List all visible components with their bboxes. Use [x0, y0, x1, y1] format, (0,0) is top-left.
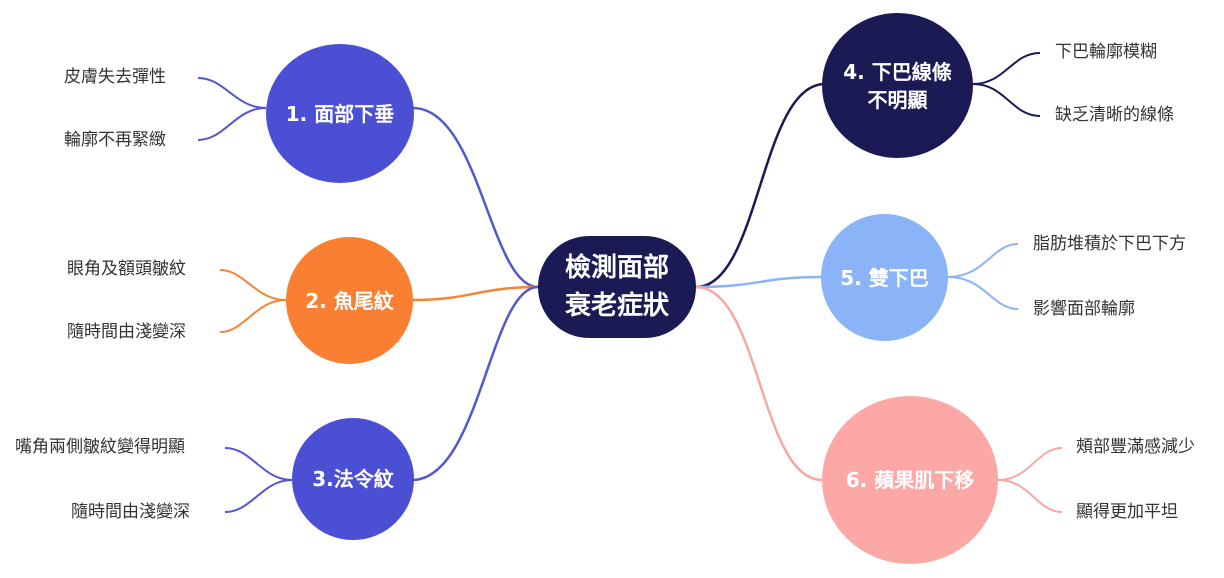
- link-b4-leaf2: [972, 83, 1041, 117]
- link-b1-leaf2: [197, 107, 267, 141]
- link-center-b6: [695, 285, 823, 482]
- link-center-b2: [412, 285, 539, 302]
- link-b5-leaf1: [947, 243, 1019, 278]
- link-b4-leaf1: [972, 52, 1041, 85]
- leaf-label: 頰部豐滿感減少: [1076, 437, 1195, 457]
- branch-node-facial-sagging[interactable]: 1. 面部下垂: [266, 44, 414, 183]
- leaf-label: 隨時間由淺變深: [67, 322, 186, 342]
- link-center-b5: [695, 275, 823, 289]
- leaf-label: 嘴角兩側皺紋變得明顯: [15, 437, 185, 457]
- branch-node-jawline[interactable]: 4. 下巴線條 不明顯: [822, 13, 973, 158]
- branch-node-crows-feet[interactable]: 2. 魚尾紋: [286, 237, 413, 364]
- link-b6-leaf1: [997, 447, 1063, 481]
- link-center-b4: [695, 82, 826, 289]
- link-center-b3: [411, 285, 539, 482]
- leaf-label: 輪廓不再緊緻: [64, 130, 166, 150]
- central-topic[interactable]: 檢測面部 衰老症狀: [538, 236, 696, 338]
- branch-node-double-chin[interactable]: 5. 雙下巴: [821, 214, 948, 341]
- branch-node-nasolabial-folds[interactable]: 3.法令紋: [292, 418, 414, 540]
- link-b2-leaf1: [219, 269, 287, 301]
- link-center-b1: [412, 106, 539, 289]
- link-b6-leaf2: [997, 479, 1063, 513]
- link-b3-leaf1: [224, 447, 293, 481]
- link-b1-leaf1: [197, 77, 267, 109]
- leaf-label: 下巴輪廓模糊: [1055, 42, 1157, 62]
- branch-node-apple-cheeks[interactable]: 6. 蘋果肌下移: [822, 396, 998, 564]
- leaf-label: 顯得更加平坦: [1076, 502, 1178, 522]
- leaf-label: 皮膚失去彈性: [64, 67, 166, 87]
- leaf-label: 影響面部輪廓: [1033, 299, 1135, 319]
- link-b2-leaf2: [219, 299, 287, 333]
- leaf-label: 隨時間由淺變深: [71, 502, 190, 522]
- link-b5-leaf2: [947, 276, 1019, 310]
- leaf-label: 脂肪堆積於下巴下方: [1033, 234, 1186, 254]
- link-b3-leaf2: [224, 479, 293, 513]
- leaf-label: 缺乏清晰的線條: [1055, 105, 1174, 125]
- leaf-label: 眼角及額頭皺紋: [67, 259, 186, 279]
